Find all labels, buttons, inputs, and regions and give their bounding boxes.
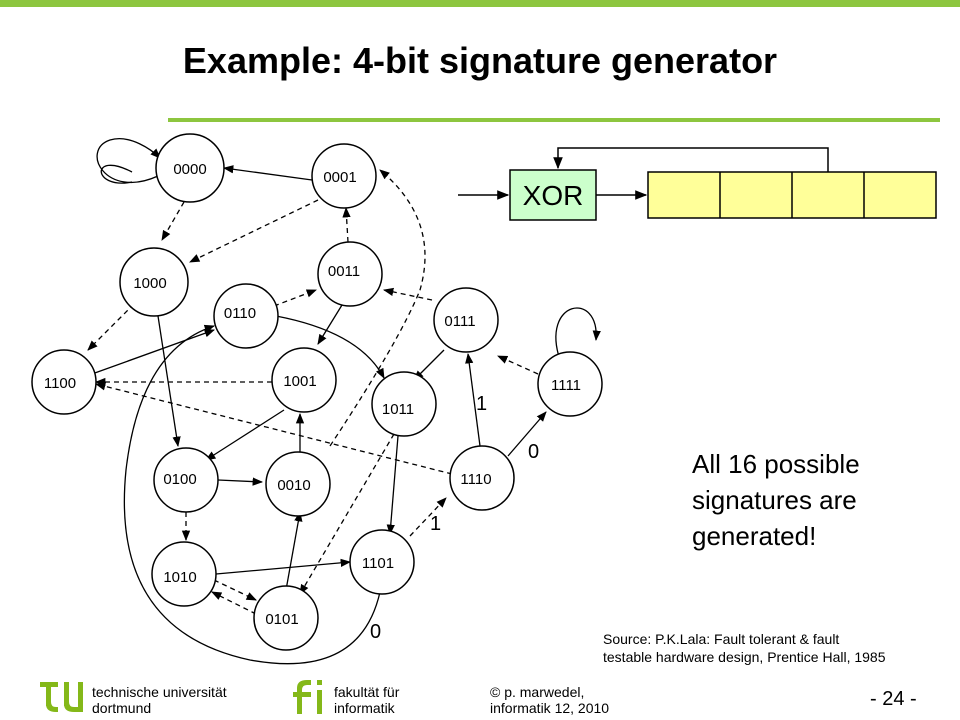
node-label: 0000 (173, 161, 206, 178)
edge-0101-1010 (211, 591, 257, 615)
edge-1110-1111 (507, 411, 547, 457)
edge-1100-0110 (91, 329, 215, 375)
fi-logo (293, 680, 322, 714)
university-line: dortmund (92, 700, 152, 716)
edge-0011-0001 (342, 206, 351, 243)
node-label: 1000 (133, 275, 166, 292)
edge-label: 0 (370, 621, 381, 643)
node-0010: 0010 (265, 451, 331, 517)
source-citation: Source: P.K.Lala: Fault tolerant & fault… (603, 630, 886, 666)
edge-label: 1 (476, 393, 487, 415)
node-1001: 1001 (271, 347, 337, 413)
top-accent-bar (0, 0, 960, 7)
university-name: technische universität dortmund (92, 684, 227, 716)
edge-1000-1100 (87, 303, 135, 351)
faculty-name: fakultät für informatik (334, 684, 399, 716)
node-0101: 0101 (253, 585, 319, 651)
node-label: 0001 (323, 169, 356, 186)
node-label: 0110 (224, 305, 256, 322)
edge-1111-0111 (497, 355, 539, 375)
author-line: © p. marwedel, (490, 684, 585, 700)
node-1011: 1011 (371, 371, 437, 437)
self-loop-0000 (96, 138, 161, 183)
node-label: 0101 (265, 611, 298, 628)
node-0100: 0100 (153, 447, 219, 513)
node-label: 1111 (551, 377, 581, 394)
edge-1001-0100 (205, 409, 285, 461)
source-line: Source: P.K.Lala: Fault tolerant & fault (603, 631, 840, 647)
node-0001: 0001 (311, 143, 377, 209)
node-1101: 1101 (349, 529, 415, 595)
node-label: 0111 (444, 313, 475, 330)
node-label: 1100 (44, 375, 76, 392)
node-0000: 0000 (155, 133, 225, 203)
edge-1011-0101 (299, 433, 395, 595)
tu-logo (40, 682, 83, 712)
title-underline (168, 118, 940, 122)
note-line: signatures are (692, 485, 857, 515)
edge-0110-1011 (275, 315, 385, 379)
edge-label: 1 (430, 513, 441, 535)
node-1111: 1111 (537, 351, 603, 417)
edge-1000-0100 (157, 315, 181, 448)
faculty-line: informatik (334, 700, 395, 716)
node-label: 0011 (328, 263, 360, 280)
xor-box (509, 169, 597, 221)
xor-label: XOR (523, 180, 584, 211)
edge-1110-0111 (465, 352, 481, 447)
feedback-arrow (553, 147, 829, 172)
slide-title: Example: 4-bit signature generator (182, 40, 778, 81)
edge-0110-0011 (273, 289, 317, 307)
author-line: informatik 12, 2010 (490, 700, 610, 716)
summary-note: All 16 possible signatures are generated… (692, 446, 860, 554)
page-number: - 24 - (870, 688, 917, 710)
node-1000: 1000 (119, 247, 189, 317)
state-nodes: 0000 0001 1000 0011 0110 0111 1100 1 0 01 … (31, 133, 603, 651)
edge-1010-0101 (213, 579, 257, 601)
note-line: generated! (692, 521, 817, 551)
edge-1010-1101 (215, 558, 352, 575)
node-label: 1011 (382, 401, 414, 418)
edge-label: 0 (528, 441, 539, 463)
node-1010: 1010 (151, 541, 217, 607)
edge-1110-1100 (94, 382, 453, 475)
edge-0100-0010 (217, 477, 264, 486)
university-line: technische universität (92, 684, 227, 700)
node-0011: 0011 (317, 241, 383, 307)
node-0111: 0111 (433, 287, 499, 353)
node-label: 1101 (362, 555, 394, 572)
solid-edges (91, 138, 601, 665)
dashed-edges (87, 169, 539, 615)
edge-0000-1000 (161, 201, 185, 241)
note-line: All 16 possible (692, 449, 860, 479)
author-credit: © p. marwedel, informatik 12, 2010 (490, 684, 609, 716)
node-label: 1010 (163, 569, 196, 586)
node-label: 1110 (460, 471, 491, 488)
faculty-line: fakultät für (334, 684, 400, 700)
edge-labels: 1 0 1 0 (370, 393, 539, 643)
node-1110: 1110 (449, 445, 515, 511)
edge-1011-1101 (386, 435, 399, 536)
self-loop-0000-a (100, 164, 133, 184)
edge-1101-0110 (123, 324, 381, 665)
node-0110: 0110 (213, 283, 279, 349)
edge-0010-0001 (329, 169, 426, 447)
node-label: 0010 (277, 477, 310, 494)
node-label: 0100 (163, 471, 196, 488)
edge-0001-0000 (222, 165, 313, 181)
node-1100: 1100 (31, 349, 97, 415)
source-line: testable hardware design, Prentice Hall,… (603, 649, 886, 665)
self-loop-1111 (555, 307, 601, 361)
edge-0001-1000 (189, 199, 319, 263)
node-label: 1001 (283, 373, 316, 390)
edge-0101-0010 (285, 510, 303, 591)
edge-0111-0011 (382, 287, 433, 301)
xor-register-diagram: XOR (458, 147, 937, 221)
